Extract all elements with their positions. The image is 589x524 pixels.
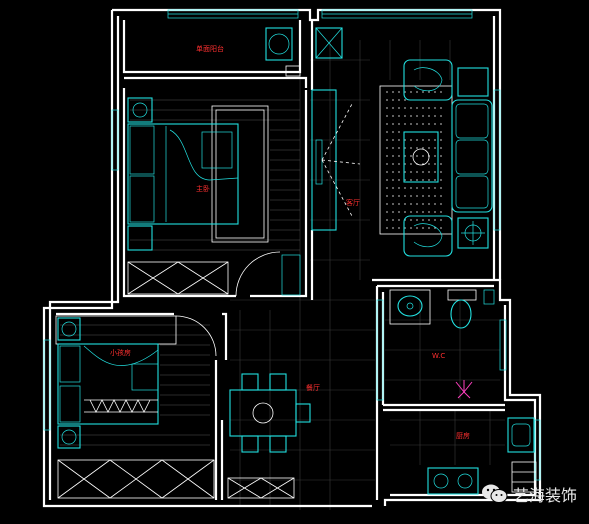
living-room-furniture bbox=[379, 59, 493, 257]
label-dining-room: 餐厅 bbox=[306, 383, 320, 392]
label-living-room: 客厅 bbox=[346, 198, 360, 207]
watermark: 艺海装饰 bbox=[481, 482, 577, 506]
windows bbox=[43, 9, 541, 481]
label-toilet: W.C bbox=[432, 352, 445, 360]
label-kitchen: 厨房 bbox=[456, 431, 470, 440]
room-labels: 单面阳台 主卧 客厅 小孩房 餐厅 W.C 厨房 bbox=[110, 44, 470, 440]
small-bedroom-furniture bbox=[55, 315, 217, 499]
balcony-fixtures bbox=[265, 27, 343, 77]
master-bedroom-furniture bbox=[127, 97, 281, 297]
label-master-bedroom: 主卧 bbox=[196, 184, 210, 193]
dining-furniture bbox=[227, 373, 311, 499]
small-bedroom-floor bbox=[60, 324, 210, 446]
watermark-text: 艺海装饰 bbox=[512, 486, 577, 505]
kitchen-fixtures bbox=[427, 417, 537, 495]
toilet-fixtures bbox=[389, 289, 495, 399]
label-balcony: 单面阳台 bbox=[196, 44, 224, 53]
tv-cabinet bbox=[311, 89, 361, 231]
master-bedroom-floor bbox=[130, 99, 300, 251]
living-floor-grid bbox=[230, 40, 505, 510]
label-small-bedroom: 小孩房 bbox=[110, 348, 131, 357]
wechat-icon bbox=[481, 483, 509, 505]
